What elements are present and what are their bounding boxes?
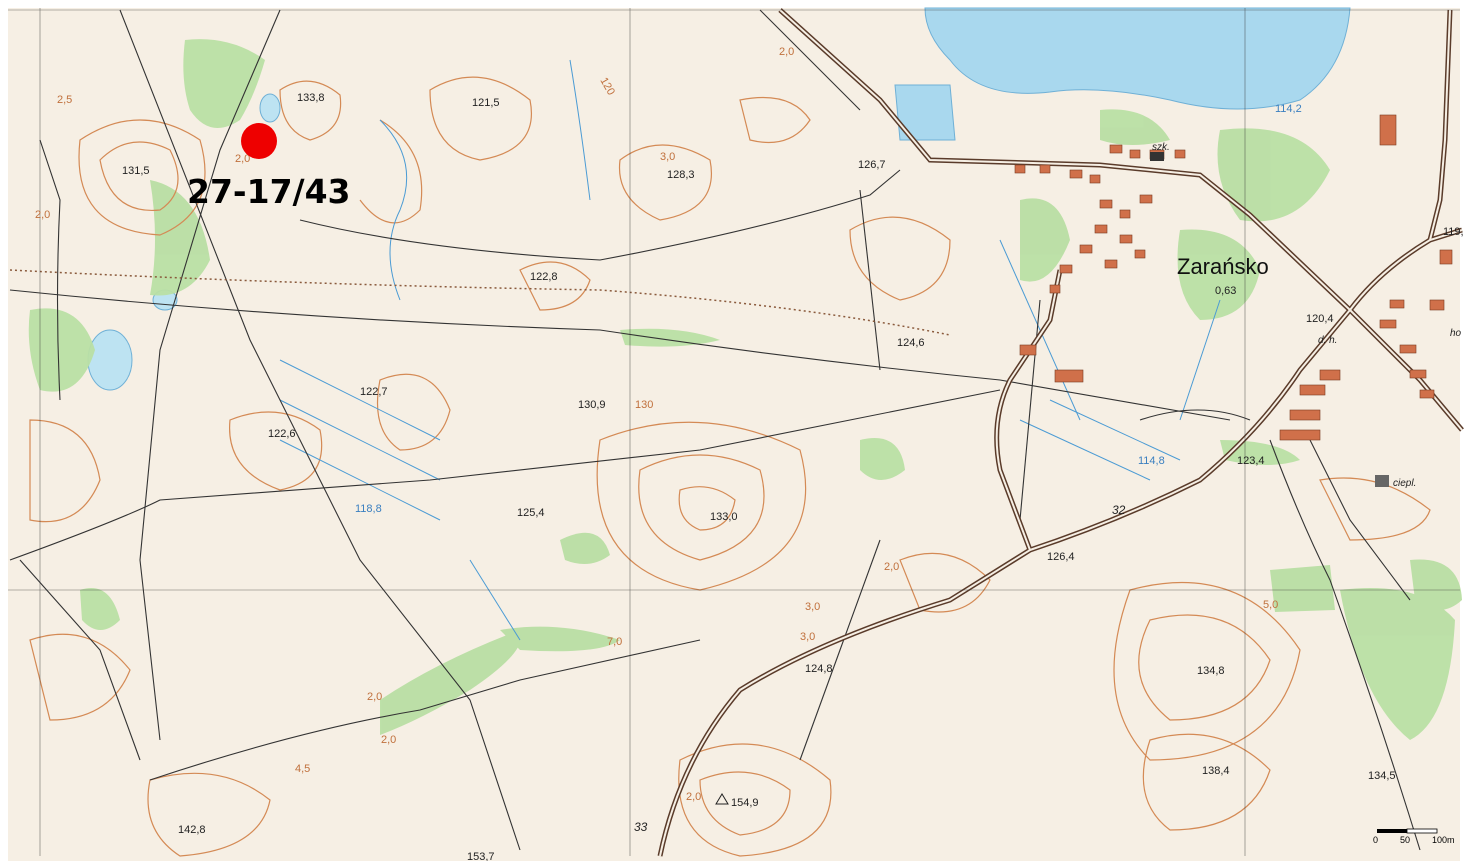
spot-height: 121,5 xyxy=(472,97,500,109)
spot-height: 122,6 xyxy=(268,428,296,440)
contour-label: 3,0 xyxy=(805,601,820,613)
buildings xyxy=(1014,114,1453,441)
spot-height: 124,8 xyxy=(805,663,833,675)
contour-label: 5,0 xyxy=(1263,599,1278,611)
pond xyxy=(259,93,281,123)
contour-label: 2,0 xyxy=(884,561,899,573)
spot-height: 133,0 xyxy=(710,511,738,523)
scale-end: 100m xyxy=(1432,835,1455,845)
spot-height: 126,7 xyxy=(858,159,886,171)
water-levels: 114,2 118,8 114,8 xyxy=(355,103,1302,515)
spot-height: 126,4 xyxy=(1047,551,1075,563)
trig-point-icon xyxy=(715,793,729,805)
contour-label: 130 xyxy=(635,399,653,411)
spot-height: 154,9 xyxy=(731,797,759,809)
grid-lines xyxy=(8,8,1460,856)
heating-plant xyxy=(1375,475,1389,487)
contour-label: 2,0 xyxy=(367,691,382,703)
spot-height: 133,8 xyxy=(297,92,325,104)
spot-height: 122,8 xyxy=(530,271,558,283)
contour-label: 2,5 xyxy=(57,94,72,106)
scale-mid: 50 xyxy=(1400,835,1410,845)
heating-label: ciepl. xyxy=(1393,478,1416,489)
dh-label: d. h. xyxy=(1318,335,1337,346)
contour-lines xyxy=(29,76,1431,857)
scale-bar: 0 50 100m xyxy=(1373,828,1455,845)
spot-height: 130,9 xyxy=(578,399,606,411)
spot-height: 123,4 xyxy=(1237,455,1265,467)
spot-height: 134,5 xyxy=(1368,770,1396,782)
site-label: 27-17/43 xyxy=(187,172,351,211)
water-level: 114,8 xyxy=(1138,455,1165,467)
spot-height: 138,4 xyxy=(1202,765,1230,777)
spot-heights: 133,8 121,5 131,5 128,3 126,7 122,8 124,… xyxy=(122,92,1464,861)
contour-label: 7,0 xyxy=(607,636,622,648)
spot-height: 122,7 xyxy=(360,386,388,398)
place-value: 0,63 xyxy=(1215,285,1236,297)
contour-label: 3,0 xyxy=(660,151,675,163)
spot-height: 142,8 xyxy=(178,824,206,836)
forest-areas xyxy=(28,39,1462,740)
spot-height: 128,3 xyxy=(667,169,695,181)
contour-label: 3,0 xyxy=(800,631,815,643)
contour-label: 2,0 xyxy=(381,734,396,746)
spot-height: 131,5 xyxy=(122,165,150,177)
scale-zero: 0 xyxy=(1373,835,1378,845)
lake xyxy=(924,7,1351,110)
water-level: 118,8 xyxy=(355,503,382,515)
school-building xyxy=(1150,152,1164,161)
spot-height: 119, xyxy=(1443,226,1464,238)
water-level: 114,2 xyxy=(1275,103,1302,115)
pond xyxy=(87,329,133,391)
contour-label: 2,0 xyxy=(35,209,50,221)
school-label: szk. xyxy=(1152,142,1170,153)
place-name[interactable]: Zarańsko xyxy=(1177,254,1269,279)
spot-height: 124,6 xyxy=(897,337,925,349)
contour-label: 2,0 xyxy=(235,153,250,165)
road-number: 33 xyxy=(634,820,648,834)
spot-height: 153,7 xyxy=(467,851,495,861)
spot-height: 125,4 xyxy=(517,507,545,519)
contour-label: 2,0 xyxy=(686,791,701,803)
spot-height: 120,4 xyxy=(1306,313,1334,325)
contour-label: 2,0 xyxy=(779,46,794,58)
contour-label: 4,5 xyxy=(295,763,310,775)
dirt-roads xyxy=(9,9,1421,851)
site-marker[interactable] xyxy=(241,123,277,159)
spot-height: 134,8 xyxy=(1197,665,1225,677)
ho-label: ho xyxy=(1450,328,1462,339)
road-number: 32 xyxy=(1112,503,1126,517)
